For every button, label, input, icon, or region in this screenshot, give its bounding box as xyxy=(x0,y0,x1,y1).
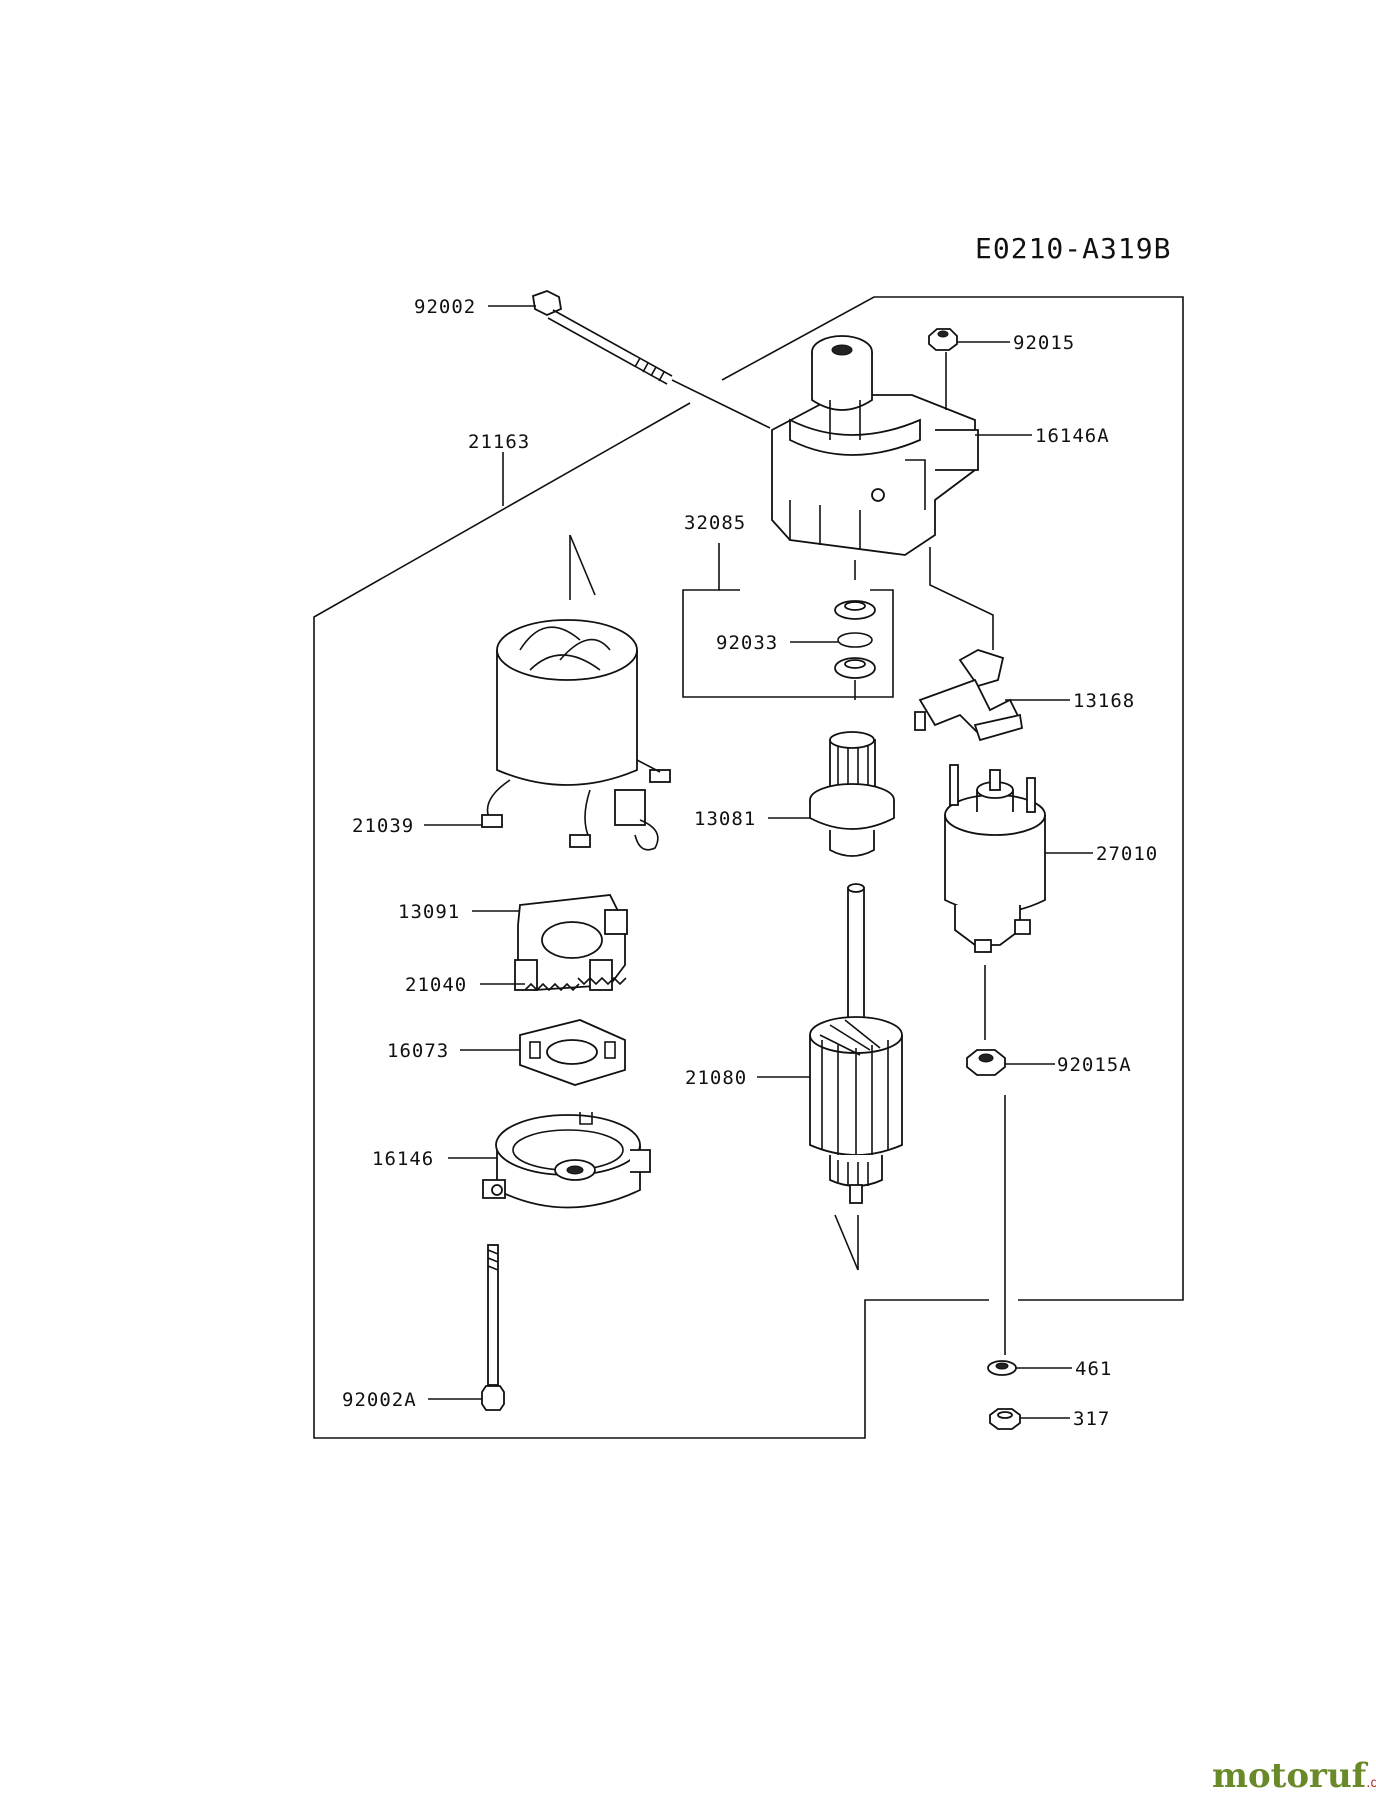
diagram-code: E0210-A319B xyxy=(975,232,1171,265)
svg-text:92015: 92015 xyxy=(1013,332,1075,354)
brush-plate-part xyxy=(519,1019,626,1086)
svg-text:92002: 92002 xyxy=(414,296,476,318)
svg-text:21039: 21039 xyxy=(352,815,414,837)
callout-32085: 32085 xyxy=(682,512,894,698)
assembly-outline-2 xyxy=(313,402,989,1439)
callout-21163: 21163 xyxy=(468,431,530,506)
svg-text:92002A: 92002A xyxy=(342,1389,417,1411)
bolt-long-part xyxy=(531,290,771,429)
callout-16146A: 16146A xyxy=(975,425,1110,447)
pinion-clutch-part xyxy=(809,731,895,857)
callout-92002A: 92002A xyxy=(342,1389,482,1411)
yoke-part xyxy=(481,534,671,851)
callout-16073: 16073 xyxy=(387,1040,520,1062)
rear-bracket-part xyxy=(482,1112,651,1209)
callout-92015: 92015 xyxy=(957,332,1075,354)
svg-text:317: 317 xyxy=(1073,1408,1110,1430)
armature-part xyxy=(809,883,903,1271)
svg-text:16146A: 16146A xyxy=(1035,425,1110,447)
assembly-outline xyxy=(721,296,1184,1301)
callout-21040: 21040 xyxy=(405,974,525,996)
svg-text:461: 461 xyxy=(1075,1358,1112,1380)
svg-text:27010: 27010 xyxy=(1096,843,1158,865)
front-bracket-part xyxy=(771,335,979,556)
callout-92033: 92033 xyxy=(716,632,838,654)
svg-text:21080: 21080 xyxy=(685,1067,747,1089)
nut-top-part xyxy=(928,328,958,410)
callout-21080: 21080 xyxy=(685,1067,810,1089)
solenoid-part xyxy=(944,764,1046,953)
svg-text:13081: 13081 xyxy=(694,808,756,830)
svg-text:16146: 16146 xyxy=(372,1148,434,1170)
brush-springs-part xyxy=(524,976,627,992)
stopper-set-part xyxy=(834,560,876,700)
svg-text:92015A: 92015A xyxy=(1057,1054,1132,1076)
svg-text:21040: 21040 xyxy=(405,974,467,996)
callout-92015A: 92015A xyxy=(1005,1054,1132,1076)
svg-text:92033: 92033 xyxy=(716,632,778,654)
nut-bottom-part xyxy=(989,1408,1021,1430)
svg-text:16073: 16073 xyxy=(387,1040,449,1062)
shift-lever-part xyxy=(914,649,1024,742)
callout-13168: 13168 xyxy=(1005,690,1135,712)
svg-text:13168: 13168 xyxy=(1073,690,1135,712)
svg-text:32085: 32085 xyxy=(684,512,746,534)
callout-21039: 21039 xyxy=(352,815,482,837)
callout-27010: 27010 xyxy=(1045,843,1158,865)
svg-text:13091: 13091 xyxy=(398,901,460,923)
watermark-logo: motoruf.de xyxy=(1212,1756,1376,1796)
brush-holder-part xyxy=(514,894,628,991)
svg-text:21163: 21163 xyxy=(468,431,530,453)
lever-guide xyxy=(929,547,994,650)
nut-solenoid-part xyxy=(966,1049,1006,1076)
bolt-short-part xyxy=(481,1244,505,1411)
callout-92002: 92002 xyxy=(414,296,536,318)
callout-16146: 16146 xyxy=(372,1148,497,1170)
callout-13091: 13091 xyxy=(398,901,520,923)
washer-part xyxy=(987,1360,1017,1376)
callout-317: 317 xyxy=(1020,1408,1110,1430)
callout-461: 461 xyxy=(1016,1358,1112,1380)
callout-13081: 13081 xyxy=(694,808,810,830)
